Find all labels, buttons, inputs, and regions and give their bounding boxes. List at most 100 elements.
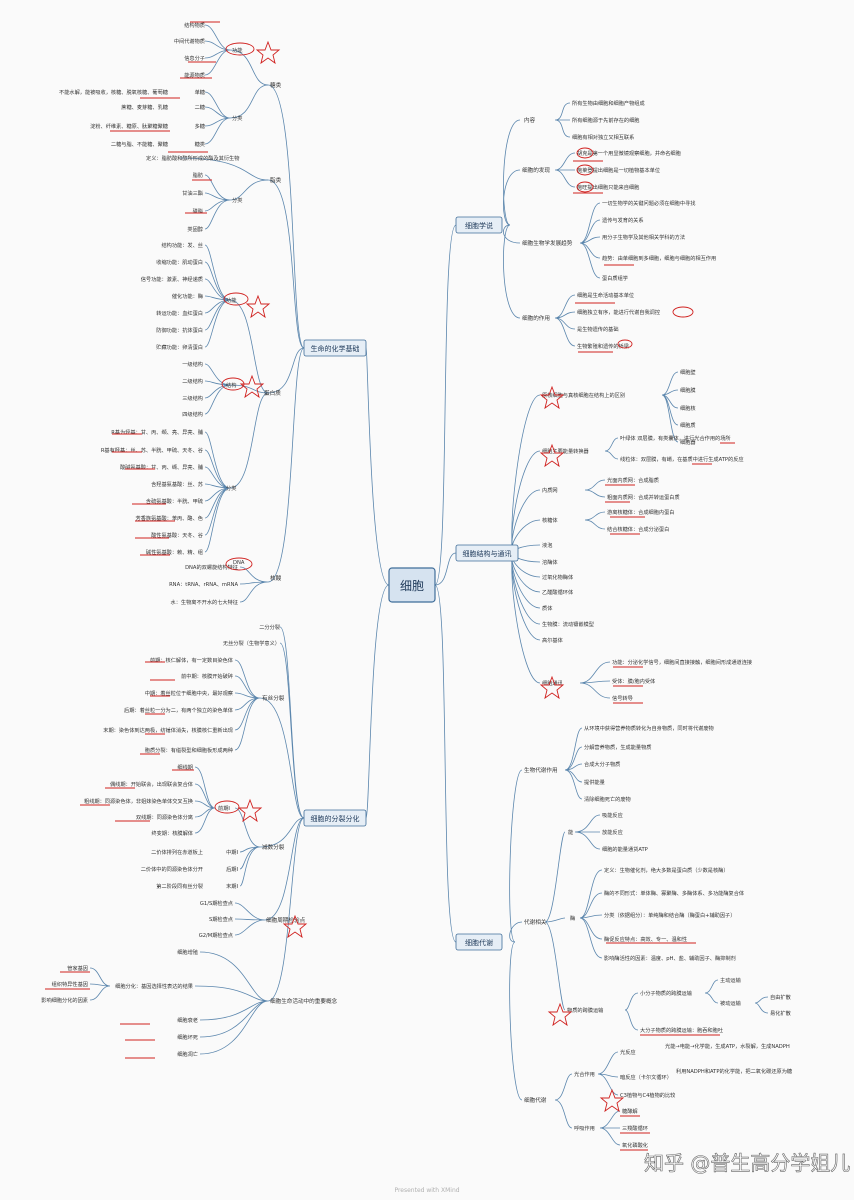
meta-energy-item: 细胞的能量通货ATP	[602, 845, 648, 853]
star-mark-icon	[539, 675, 565, 700]
role-item: 细胞独立有序，能进行代谢自我调控	[577, 308, 660, 316]
differentiation-item: 组织特异性基因	[52, 980, 88, 988]
topic-metabolism: 细胞代谢	[455, 933, 503, 951]
sugar-function-item: 能源物质	[184, 71, 205, 79]
meiosis-stage-name: 中期I	[226, 848, 238, 856]
topic-structure: 细胞结构与通讯	[455, 544, 519, 562]
topic-chem: 生命的化学基础	[303, 339, 367, 357]
circle-mark-icon	[617, 339, 633, 349]
organelle: 高尔基体	[542, 636, 564, 644]
theory-content-item: 细胞有相对独立又相互联系	[572, 133, 634, 141]
dna-tag: DNA	[233, 560, 245, 566]
topic-theory: 细胞学说	[455, 216, 503, 234]
meta-energy-item: 吸能反应	[602, 811, 623, 819]
lifecycle-item: 细胞衰老	[177, 1016, 198, 1024]
meiosis-phase1-item: 偶线期：开始联会，出现联会复合体	[110, 780, 194, 788]
meiosis-phase1-item: 细线期	[177, 763, 193, 771]
star-mark-icon	[282, 914, 308, 939]
star-mark-icon	[539, 443, 565, 468]
protein-function-item: 信号功能：激素、神经递质	[141, 275, 203, 283]
resp-item: 三羧酸循环	[622, 1124, 648, 1132]
protein-structure-item: 三级结构	[182, 394, 203, 402]
photo-label: 光合作用	[574, 1070, 595, 1078]
checkpoint-item: S期检查点	[209, 915, 233, 923]
watermark: 知乎 @普生高分学姐儿	[644, 1151, 850, 1175]
trend-item: 用分子生物学及其他相关学科的方法	[602, 233, 685, 241]
differentiation-item: 管家基因	[67, 964, 88, 972]
lipid-class-item: 甘油三酯	[182, 189, 203, 197]
transport-active: 主动运输	[720, 976, 742, 984]
star-mark-icon	[599, 1088, 625, 1113]
protein-function-label: 功能	[226, 296, 236, 304]
mitosis-phase: 前中期：核膜开始破碎	[181, 672, 233, 680]
sugar-class-desc: 不能水解，能被吸收，核糖、脱氧核糖、葡萄糖	[59, 88, 168, 96]
circle-mark-icon	[225, 557, 253, 571]
trend-title: 细胞生物学发展趋势	[522, 239, 573, 247]
lipid-class-label: 分类	[232, 196, 242, 204]
transport-large-label: 大分子物质的跨膜运输：胞吞和胞吐	[640, 1026, 723, 1034]
topic-metabolism-title: 细胞代谢	[465, 938, 493, 947]
photo-item-name: 暗反应（卡尔文循环）	[620, 1073, 672, 1081]
organelle: 液泡	[542, 541, 552, 549]
star-mark-icon	[239, 374, 265, 399]
meta-related-title: 代谢相关	[524, 918, 547, 926]
footer-credit: Presented with XMind	[394, 1187, 459, 1194]
energy-title: 细胞主要能量转换器	[542, 447, 590, 455]
protein-function-item: 收缩功能：肌动蛋白	[156, 258, 203, 266]
signal-item: 信号转导	[612, 694, 633, 702]
energy-item: 叶绿体 双层膜，有类囊体，进行光合作用的场所	[620, 434, 731, 442]
circle-mark-icon	[221, 377, 245, 391]
star-mark-icon	[237, 798, 263, 823]
transport-title: 物质的跨膜运输	[567, 1006, 604, 1014]
protein-structure-item: 二级结构	[182, 377, 203, 385]
sugar-class-name: 多糖	[195, 122, 205, 130]
meiosis-phase1-item: 双线期：同源染色体分离	[136, 813, 193, 821]
resp-item: 氧化磷酸化	[622, 1141, 648, 1149]
root-node: 细胞	[388, 567, 436, 603]
protein-function-item: 结构功能：发、丝	[161, 241, 203, 249]
discovery-item: 施旺提出细胞只能来自细胞	[577, 183, 639, 191]
meta-enzyme-item: 定义：生物催化剂，绝大多数是蛋白质（少数是核酶）	[604, 866, 729, 874]
circle-mark-icon	[672, 306, 694, 318]
meta-enzyme-label: 酶	[570, 914, 575, 922]
meiosis-stage-desc: 第二阶段同有丝分裂	[156, 882, 203, 890]
circle-mark-icon	[576, 147, 594, 159]
sugar-class-desc: 蔗糖、麦芽糖、乳糖	[121, 103, 168, 111]
compare-title: 原核细胞与真核细胞在结构上的区别	[542, 391, 625, 399]
circle-mark-icon	[223, 292, 249, 306]
organelle: 核糖体	[542, 516, 558, 524]
transport-small-label: 小分子物质的跨膜运输	[640, 989, 693, 997]
mitosis-phase: 前期：核仁解体，有一定数目染色体	[150, 656, 234, 664]
trend-item: 趋势：由单细胞到多细胞，细胞与细胞的相互作用	[602, 254, 716, 262]
meta-enzyme-item: 影响酶活性的因素：温度、pH、盐、辅助因子、酶抑制剂	[604, 954, 736, 962]
protein-function-item: 转运功能：血红蛋白	[156, 309, 203, 317]
protein-class-label: 分类	[226, 484, 236, 492]
nucleic-item: DNA的双螺旋结构特征	[185, 563, 238, 571]
energy-item: 线粒体：双层膜，有嵴，在基质中进行生成ATP的反应	[620, 455, 744, 463]
topic-division: 细胞的分裂分化	[303, 809, 367, 827]
protein-title: 蛋白质	[264, 389, 281, 397]
role-item: 细胞是生命活动基本单位	[577, 291, 634, 299]
sugar-function-label: 功能	[232, 46, 242, 54]
photo-item-desc: 利用NADPH和ATP的化学能，把二氧化碳还原为糖	[676, 1067, 792, 1075]
compare-item: 细胞质	[680, 421, 696, 429]
trend-item: 一切生物学的关键问题必须在细胞中寻找	[602, 199, 696, 207]
trend-item: 遗传与发育的关系	[602, 216, 644, 224]
mitosis-phase: 末期：染色体到达两极，纺锤体消失，核膜核仁重新出现	[103, 726, 233, 734]
red-annotations	[45, 21, 735, 1151]
sugar-class-label: 分类	[232, 114, 242, 122]
protein-structure-item: 四级结构	[182, 410, 203, 418]
signal-item: 功能：分泌化学信号，细胞间直接接触，细胞间形成通道连接	[612, 658, 752, 666]
meta-energy-item: 放能反应	[602, 828, 623, 836]
organelle: 内质网	[542, 486, 558, 494]
meiosis-title: 减数分裂	[262, 843, 285, 851]
connector-lines	[89, 24, 769, 1146]
differentiation-label: 细胞分化：基因选择性表达的结果	[115, 982, 193, 990]
role-title: 细胞的作用	[522, 314, 550, 322]
meiosis-phase1-label: 前期I	[218, 804, 230, 812]
compare-item: 细胞壁	[680, 368, 696, 376]
sugar-title: 糖类	[270, 81, 282, 89]
transport-passive: 被动运输	[720, 999, 742, 1007]
lifecycle-item: 细胞增殖	[177, 948, 198, 956]
protein-class-item: 碱性氨基酸：赖、精、组	[146, 548, 203, 556]
